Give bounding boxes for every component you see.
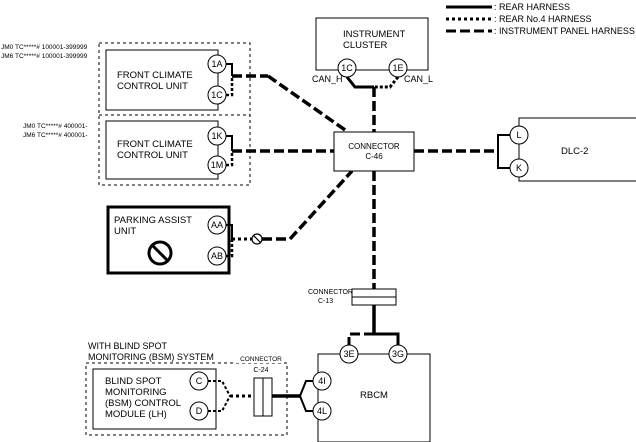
- legend: : REAR HARNESS : REAR No.4 HARNESS : INS…: [446, 2, 635, 36]
- wires: [230, 74, 498, 398]
- connector-c24-label-2: C-24: [253, 367, 268, 374]
- legend-label-rear-no4-harness: : REAR No.4 HARNESS: [494, 14, 592, 24]
- pin-c-label: C: [196, 376, 203, 386]
- parking-assist-label-1: PARKING ASSIST: [114, 215, 192, 226]
- variant-group-box: [98, 42, 251, 186]
- connector-c24-label-bg: [236, 355, 284, 363]
- pin-1m-label: 1M: [211, 160, 224, 170]
- connector-c13-label-2: C-13: [318, 298, 333, 305]
- bsm-group-label-1: WITH BLIND SPOT: [88, 341, 168, 351]
- instrument-cluster-box: [315, 17, 429, 71]
- connector-c46-label-2: C-46: [365, 152, 383, 161]
- wire-parking-to-c46: [288, 169, 354, 241]
- pin-4i-label: 4I: [318, 376, 326, 386]
- prohibition-connector-icon: [251, 233, 263, 245]
- prohibition-icon: [147, 240, 173, 266]
- wire-4i: [299, 380, 313, 397]
- fccu-a-label-1: FRONT CLIMATE: [117, 70, 193, 81]
- pin-3e: [339, 344, 359, 364]
- wire-aa: [226, 224, 233, 239]
- connector-c13-label-1: CONNECTOR: [308, 289, 353, 296]
- pin-k-label: K: [516, 163, 522, 173]
- wire-1c-can-h: [345, 76, 374, 89]
- pin-aa-label: AA: [211, 220, 223, 230]
- fccu-b-label-1: FRONT CLIMATE: [117, 139, 193, 150]
- bsm-group-label-2: MONITORING (BSM) SYSTEM: [88, 352, 214, 362]
- bsm-module-label-3: (BSM) CONTROL: [105, 398, 181, 409]
- connector-c46: CONNECTOR C-46: [333, 131, 415, 172]
- can-l-label: CAN_L: [404, 74, 433, 84]
- fccu-b-group: JM0 TC*****# 400001- JM6 TC*****# 400001…: [23, 114, 250, 180]
- pin-d-label: D: [196, 406, 203, 416]
- bsm-module-label-2: MONITORING: [105, 387, 167, 398]
- wire-1m: [226, 151, 234, 167]
- wire-1e-can-l: [374, 76, 400, 89]
- fccu-b-vin-1: JM0 TC*****# 400001-: [23, 123, 88, 130]
- bsm-module-label-1: BLIND SPOT: [105, 376, 162, 387]
- pin-3g-label: 3G: [392, 349, 404, 359]
- wire-1c: [226, 76, 234, 97]
- pin-k: [509, 158, 529, 178]
- can-h-label: CAN_H: [312, 74, 343, 84]
- parking-assist-unit: PARKING ASSIST UNIT AA AB: [106, 205, 263, 275]
- fccu-a-vin-1: JM0 TC*****# 100001-399999: [1, 44, 88, 51]
- fccu-a-group: JM0 TC*****# 100001-399999 JM6 TC*****# …: [1, 42, 251, 186]
- connector-c13: CONNECTOR C-13: [308, 288, 397, 306]
- bsm-module-label-4: MODULE (LH): [105, 409, 167, 420]
- rbcm-box: [317, 353, 431, 442]
- pin-ab-label: AB: [211, 251, 223, 261]
- dlc-box: [518, 117, 636, 182]
- connector-c46-box: [333, 131, 415, 172]
- fccu-b-label-2: CONTROL UNIT: [117, 150, 188, 161]
- legend-label-rear-harness: : REAR HARNESS: [494, 2, 570, 12]
- dlc-pin-bracket: [497, 134, 510, 169]
- wire-3g: [374, 332, 400, 345]
- rbcm-label: RBCM: [360, 390, 388, 401]
- connector-c46-label-1: CONNECTOR: [348, 142, 400, 151]
- fccu-a-vin-2: JM6 TC*****# 100001-399999: [1, 53, 88, 60]
- dlc-2: DLC-2 L K: [497, 117, 636, 182]
- bsm-group: WITH BLIND SPOT MONITORING (BSM) SYSTEM …: [85, 341, 288, 436]
- fccu-a-label-2: CONTROL UNIT: [117, 81, 188, 92]
- bsm-group-box: [85, 362, 288, 436]
- pin-l-label: L: [516, 130, 521, 140]
- legend-label-instrument-panel-harness: : INSTRUMENT PANEL HARNESS: [494, 26, 635, 36]
- wire-ab: [226, 239, 234, 258]
- instrument-cluster: INSTRUMENT CLUSTER 1C 1E CAN_H CAN_L: [312, 17, 433, 89]
- instrument-cluster-label-1: INSTRUMENT: [343, 29, 405, 40]
- wire-c: [208, 380, 231, 397]
- pin-4l-label: 4L: [317, 406, 327, 416]
- connector-c24-label-1: CONNECTOR: [240, 356, 282, 363]
- wire-4l: [299, 395, 313, 412]
- pin-1c-cluster-label: 1C: [341, 63, 353, 73]
- pin-3g: [388, 344, 408, 364]
- pin-1e-cluster-label: 1E: [392, 63, 403, 73]
- fccu-b-box: [105, 120, 219, 180]
- pin-l: [509, 125, 529, 145]
- wire-3e: [347, 332, 374, 345]
- wire-1k: [226, 135, 233, 151]
- wire-1a: [226, 63, 233, 76]
- wire-d: [208, 395, 231, 412]
- pin-1k-label: 1K: [211, 131, 222, 141]
- pin-1c-label: 1C: [211, 90, 223, 100]
- pin-3e-label: 3E: [343, 349, 354, 359]
- fccu-a-box: [105, 49, 219, 111]
- rbcm: RBCM 3E 3G 4I 4L: [299, 332, 431, 442]
- wire-fccu-a-to-c46: [266, 74, 350, 134]
- parking-assist-label-2: UNIT: [114, 226, 136, 237]
- pin-1a-label: 1A: [211, 59, 222, 69]
- fccu-b-vin-2: JM6 TC*****# 400001-: [23, 132, 88, 139]
- instrument-cluster-label-2: CLUSTER: [343, 40, 387, 51]
- dlc-label: DLC-2: [561, 146, 588, 157]
